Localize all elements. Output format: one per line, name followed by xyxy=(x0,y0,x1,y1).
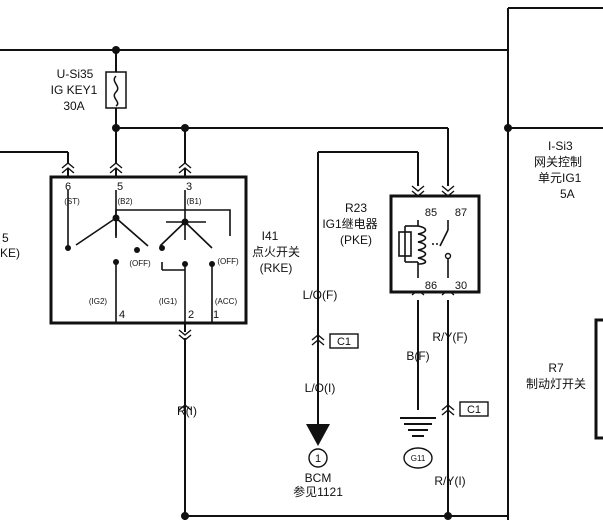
switch-pin-1: 1 xyxy=(213,309,219,321)
switch-label-acc: (ACC) xyxy=(215,297,238,306)
brake-switch-box xyxy=(594,318,603,440)
relay-variant: (PKE) xyxy=(340,233,372,247)
relay-pin-87: 87 xyxy=(455,207,467,219)
relay-internals xyxy=(398,220,449,278)
switch-pin-5: 5 xyxy=(117,181,123,193)
bcm-num: 1 xyxy=(315,453,321,465)
relay-pin-30: 30 xyxy=(455,280,467,292)
ignition-switch-box xyxy=(49,175,248,325)
switch-variant: (RKE) xyxy=(260,261,293,275)
fuse-right-rating: 5A xyxy=(560,187,575,201)
wire-label-lo-f: L/O(F) xyxy=(303,288,338,302)
relay-pin-86: 86 xyxy=(425,280,437,292)
fuse-right-line1: 网关控制 xyxy=(534,155,582,169)
relay-code: R23 xyxy=(345,201,367,215)
switch-pin-6: 6 xyxy=(65,181,71,193)
fuse-u-si35 xyxy=(105,71,127,109)
ground-label: G11 xyxy=(411,454,426,463)
ground-symbol xyxy=(400,417,436,437)
switch-label-ig1: (IG1) xyxy=(159,297,178,306)
connector-c1-ry-label: C1 xyxy=(467,404,481,416)
switch-contact-dots xyxy=(65,214,215,267)
brake-switch-name: 制动灯开关 xyxy=(526,377,586,391)
wire-label-lo-i: L/O(I) xyxy=(305,381,336,395)
fuse-left-rating: 30A xyxy=(63,99,84,113)
switch-label-ig2: (IG2) xyxy=(89,297,108,306)
fuse-left-name: IG KEY1 xyxy=(51,83,98,97)
switch-label-off-2: (OFF) xyxy=(217,257,239,266)
fuse-left-code: U-Si35 xyxy=(57,67,94,81)
switch-code: I41 xyxy=(262,229,279,243)
bcm-ref: 参见1121 xyxy=(293,484,343,499)
fuse-right-code: I-Si3 xyxy=(548,139,573,153)
relay-name: IG1继电器 xyxy=(322,217,377,231)
brake-switch-code: R7 xyxy=(548,361,564,375)
switch-label-b1: (B1) xyxy=(186,197,201,206)
switch-label-st: (ST) xyxy=(64,197,80,206)
connector-c1-lo-label: C1 xyxy=(337,336,351,348)
switch-contacts xyxy=(67,190,231,323)
junction-dots xyxy=(112,46,512,520)
wire-label-b-f: B(F) xyxy=(406,349,429,363)
left-edge-num: 5 xyxy=(2,231,9,245)
ground-badge xyxy=(403,447,433,469)
switch-pin-4: 4 xyxy=(119,309,125,321)
connector-c1-lo xyxy=(311,333,359,349)
switch-pin-3: 3 xyxy=(186,181,192,193)
bcm-arrow xyxy=(306,424,330,468)
wire-label-ry-i: R/Y(I) xyxy=(434,474,465,488)
switch-name: 点火开关 xyxy=(252,245,300,259)
relay-pin-85: 85 xyxy=(425,207,437,219)
switch-label-b2: (B2) xyxy=(117,197,132,206)
bcm-name: BCM xyxy=(305,471,332,485)
wire-label-ry-f: R/Y(F) xyxy=(432,330,467,344)
switch-pin-2: 2 xyxy=(188,309,194,321)
fuse-right-line2: 单元IG1 xyxy=(538,171,582,185)
connector-c1-ry xyxy=(441,401,489,417)
left-edge-text: KE) xyxy=(0,246,20,260)
wires xyxy=(0,7,603,520)
switch-label-off-1: (OFF) xyxy=(129,259,151,268)
